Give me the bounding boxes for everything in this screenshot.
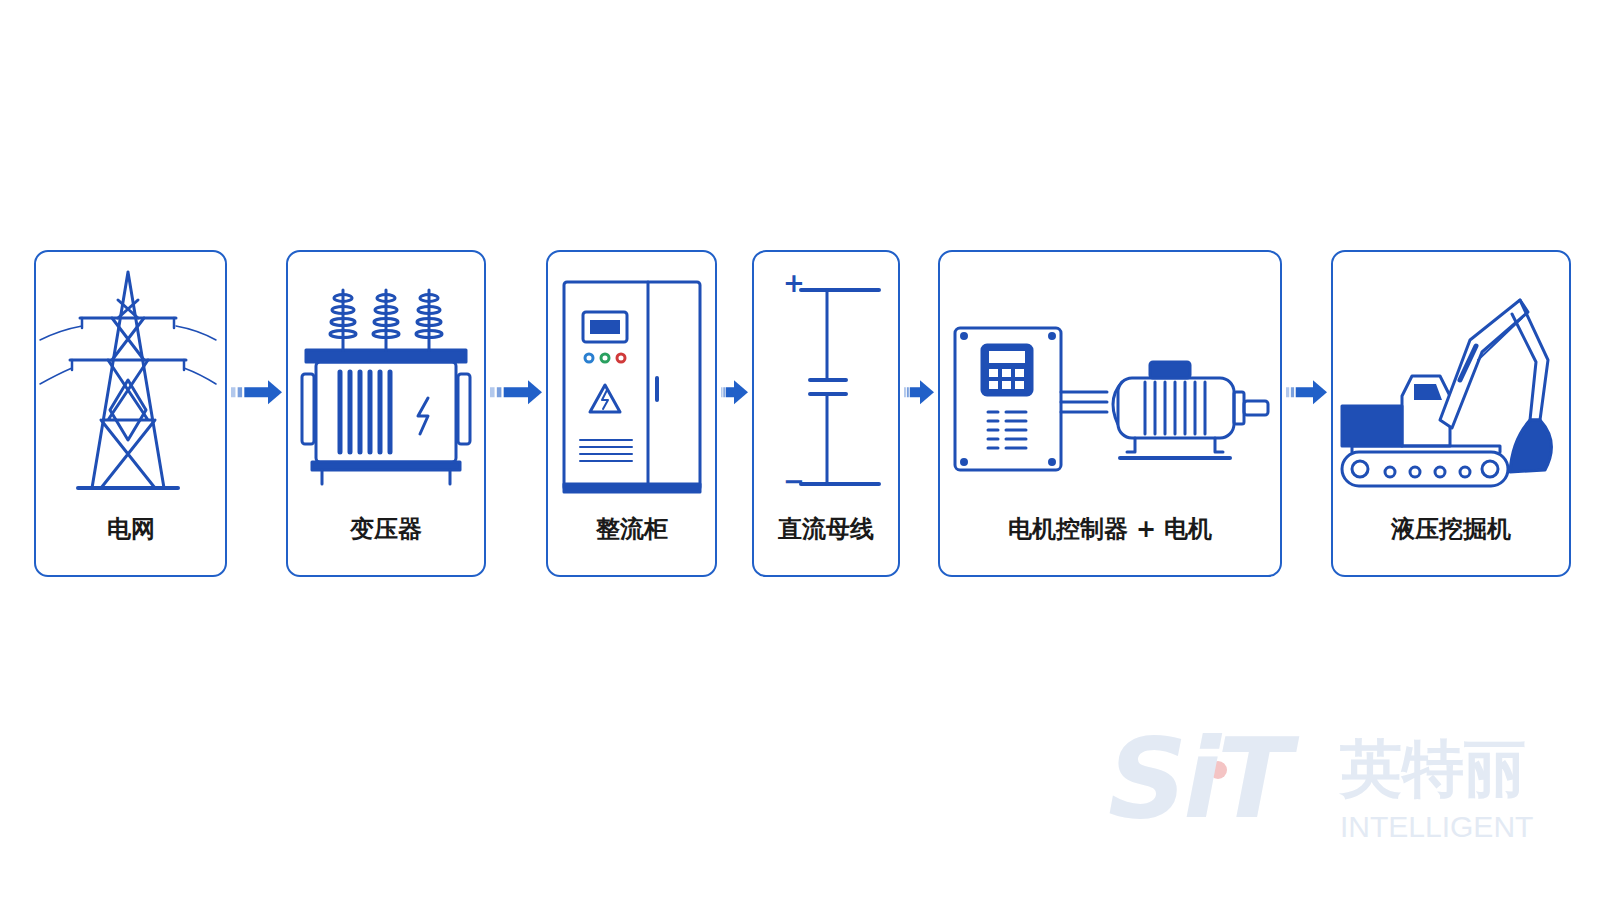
flow-arrow bbox=[1286, 380, 1327, 404]
plus-sign: + bbox=[783, 268, 805, 298]
watermark-english: INTELLIGENT bbox=[1340, 812, 1533, 842]
rectifier-cabinet bbox=[564, 282, 700, 492]
flow-arrow bbox=[721, 380, 748, 404]
rectifier-box: 整流柜 bbox=[546, 250, 717, 577]
flow-arrow bbox=[490, 380, 542, 404]
node-label: 直流母线 bbox=[754, 513, 898, 545]
excavator-box: 液压挖掘机 bbox=[1331, 250, 1571, 577]
node-label: 整流柜 bbox=[548, 513, 715, 545]
flow-arrow bbox=[231, 380, 282, 404]
flow-arrow bbox=[904, 380, 934, 404]
controller-motor bbox=[955, 328, 1268, 470]
minus-sign: − bbox=[783, 466, 805, 496]
watermark-brand: 英特丽 bbox=[1340, 738, 1526, 800]
grid-box: 电网 bbox=[34, 250, 227, 577]
node-label: 电网 bbox=[36, 513, 225, 545]
node-label: 电机控制器 + 电机 bbox=[940, 513, 1280, 545]
transformer-box: 变压器 bbox=[286, 250, 486, 577]
excavator-icon bbox=[1342, 300, 1551, 486]
node-label: 液压挖掘机 bbox=[1333, 513, 1569, 545]
power-tower bbox=[40, 272, 216, 488]
node-label: 变压器 bbox=[288, 513, 484, 545]
motor-box: 电机控制器 + 电机 bbox=[938, 250, 1282, 577]
transformer-icon bbox=[302, 290, 470, 484]
watermark-logo: SiT bbox=[1108, 724, 1288, 834]
dc-bus-box: 直流母线 bbox=[752, 250, 900, 577]
dc-bus-symbol bbox=[801, 290, 879, 484]
